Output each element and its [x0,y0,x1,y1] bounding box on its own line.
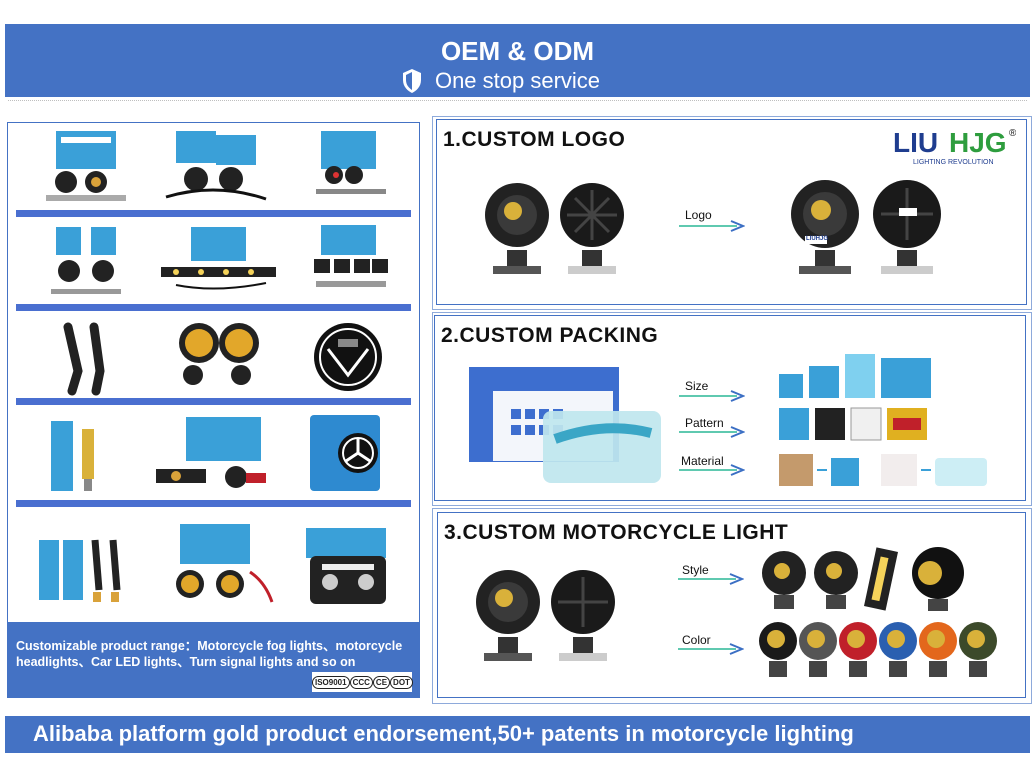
spot-light-pair-image [51,227,121,294]
color-variant-light [759,622,797,677]
arrow-right-icon [679,426,745,438]
indicator-light-image [39,539,121,602]
custom-motorcycle-light-title: 3.CUSTOM MOTORCYCLE LIGHT [444,521,789,544]
round-headlight-image [314,323,382,391]
cert-ccc-badge: CCC [349,675,373,689]
logo-callout-label: LIUHJG [806,236,829,242]
arrow-right-icon [678,573,744,585]
row-divider-bar [16,210,411,217]
pattern-arrow-label: Pattern [685,416,724,430]
panel-border [432,116,1032,310]
dual-light-kit-image [165,131,267,201]
svg-text:LIU: LIU [893,127,938,158]
product-row [16,315,411,405]
fog-light-kit-image [46,131,126,201]
shield-icon [403,69,421,93]
custom-logo-title: 1.CUSTOM LOGO [443,128,626,151]
arrow-right-icon [679,220,745,232]
custom-box-image [469,367,661,483]
custom-logo-light-pair-image [791,180,941,274]
arrow-right-icon [678,643,744,655]
box-size-options-image [779,354,931,398]
certification-strip: ISO9001 CCC CE DOT [312,672,413,692]
led-bulb-image [51,421,94,491]
product-row [16,127,411,217]
light-kit-image [316,131,386,194]
color-variant-light [959,622,997,677]
logo-arrow-label: Logo [685,208,712,222]
footer-banner: Alibaba platform gold product endorsemen… [5,716,1030,753]
size-arrow-label: Size [685,379,709,393]
box-pattern-options-image [779,407,927,441]
custom-packing-title: 2.CUSTOM PACKING [441,324,659,347]
yellow-fog-light-image [179,323,259,385]
product-row [16,221,411,311]
light-bar-kit-image [161,227,276,290]
style-arrow-label: Style [682,563,709,577]
divider [8,100,1027,101]
header-banner: OEM & ODM One stop service [5,24,1030,97]
row-divider-bar [16,500,411,507]
page-title: OEM & ODM [440,36,595,66]
custom-logo-panel: 1.CUSTOM LOGO LIU HJG ® LIGHTING REVOLUT… [436,119,1027,305]
custom-motorcycle-light-panel: 3.CUSTOM MOTORCYCLE LIGHT Style Color [437,512,1026,698]
brand-logo: LIU HJG ® LIGHTING REVOLUTION [893,127,1016,166]
material-arrow-label: Material [681,454,724,468]
row-divider-bar [16,304,411,311]
square-headlight-image [306,528,386,604]
page-subtitle: One stop service [434,68,601,93]
product-range-caption: Customizable product range：Motorcycle fo… [16,639,403,669]
color-arrow-label: Color [682,633,711,647]
svg-text:LIGHTING REVOLUTION: LIGHTING REVOLUTION [913,159,994,166]
svg-text:HJG: HJG [949,127,1007,158]
product-range-caption-box: Customizable product range：Motorcycle fo… [7,622,420,698]
work-light-kit-image [176,524,274,603]
headlight-box-image [310,415,380,491]
led-light-kit-image [156,417,266,488]
arrow-right-icon [679,464,745,476]
footer-text: Alibaba platform gold product endorsemen… [33,721,854,746]
svg-text:®: ® [1009,128,1016,139]
cert-ce-badge: CE [372,675,391,689]
light-style-options-image [762,547,964,611]
turn-signal-image [63,322,105,396]
custom-packing-panel: 2.CUSTOM PACKING Size Pattern Material [434,315,1026,501]
panel-border [432,312,1032,506]
row-divider-bar [16,398,411,405]
panel-border [432,508,1032,704]
cert-iso-badge: ISO9001 [312,675,350,689]
box-material-options-image [779,454,987,486]
cube-light-kit-image [314,225,388,287]
color-variant-light [839,622,877,677]
arrow-right-icon [679,390,745,402]
spot-light-pair-image [485,183,624,274]
cert-dot-badge: DOT [390,675,413,689]
product-row [16,409,411,507]
color-variant-light [879,622,917,677]
product-row [15,516,410,620]
color-variant-light [799,622,837,677]
color-variant-light [919,622,957,677]
spot-light-pair-image [476,570,615,661]
light-color-options-image [759,622,997,677]
